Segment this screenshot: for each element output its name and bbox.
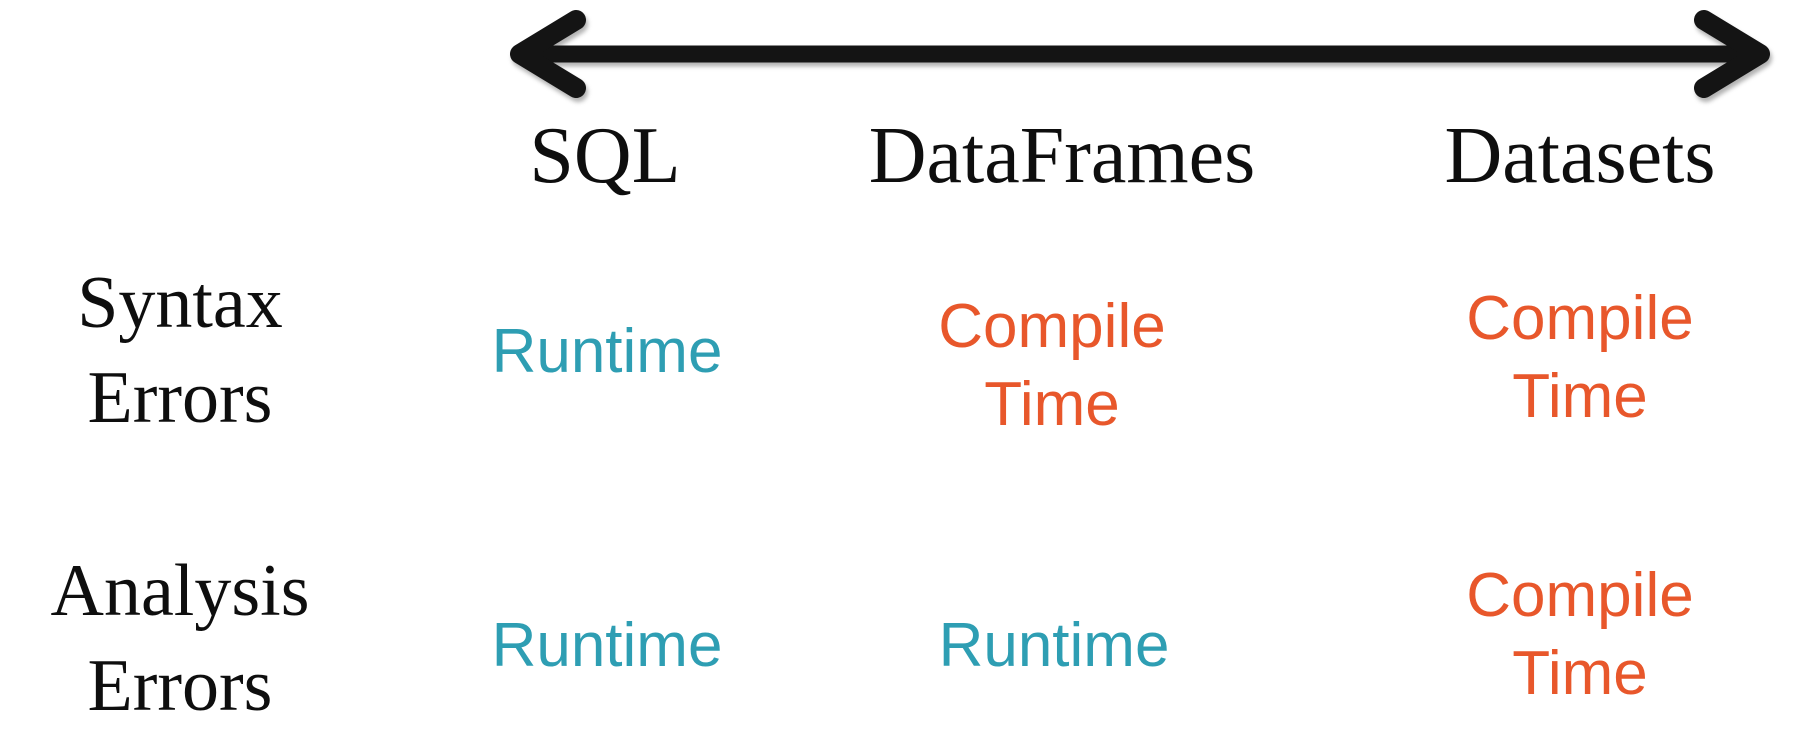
cell-analysis-errors-datasets: Compile Time [1466, 561, 1694, 708]
column-header-dataframes: DataFrames [868, 112, 1256, 200]
double-headed-arrow-strokes [510, 10, 1770, 98]
row-label-syntax-errors: Syntax Errors [77, 262, 283, 439]
row-label-analysis-errors: Analysis Errors [50, 550, 310, 727]
column-header-datasets: Datasets [1444, 112, 1716, 200]
double-headed-arrow-icon [510, 10, 1770, 98]
cell-syntax-errors-dataframes: Compile Time [938, 292, 1166, 439]
cell-syntax-errors-datasets: Compile Time [1466, 284, 1694, 431]
cell-analysis-errors-sql: Runtime [491, 611, 723, 680]
column-header-sql: SQL [529, 112, 681, 200]
cell-analysis-errors-dataframes: Runtime [938, 611, 1170, 680]
cell-syntax-errors-sql: Runtime [491, 317, 723, 386]
